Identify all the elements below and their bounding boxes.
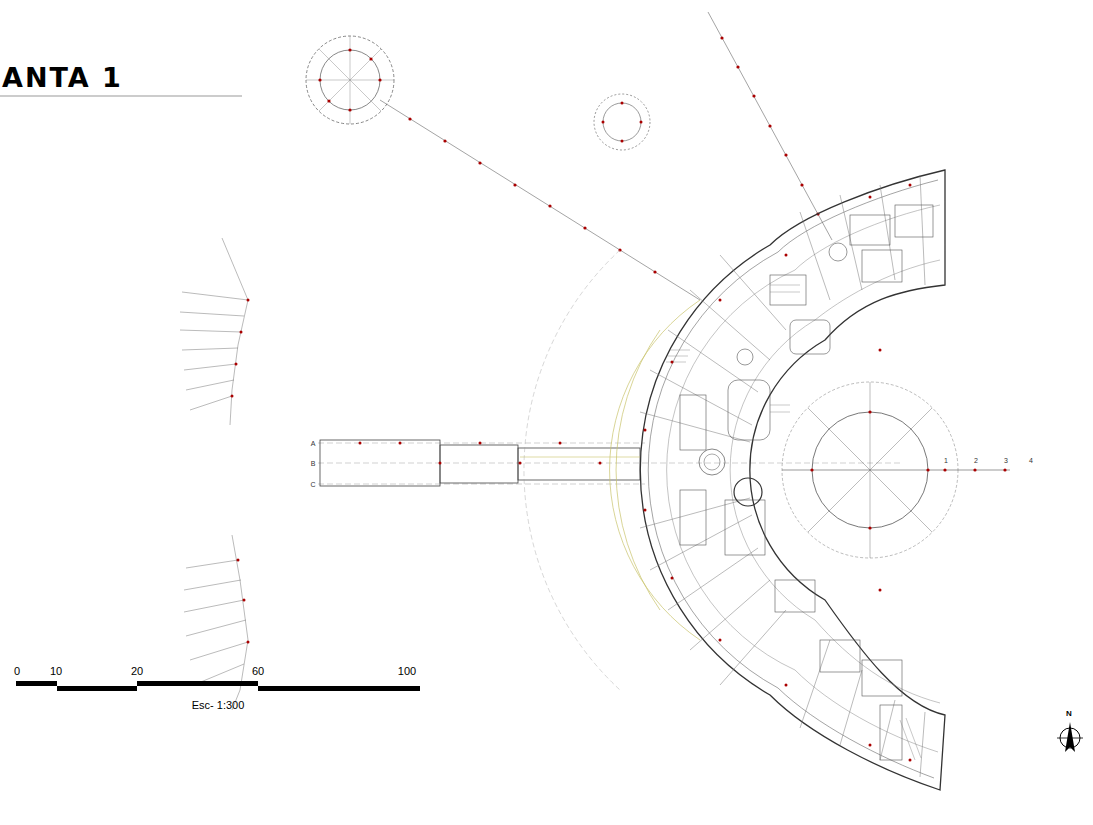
north-arrow [1057,722,1083,752]
scale-bar [16,681,420,691]
plan-title: ANTA 1 [2,64,123,91]
scale-note: Esc- 1:300 [192,700,245,711]
grid-label: C [309,481,316,488]
scale-number: 60 [252,666,264,677]
north-letter: N [1066,710,1072,718]
grid-fan [180,238,250,710]
grid-label: 4 [1028,457,1034,464]
circular-court [782,382,1010,558]
grid-label: 3 [1003,457,1009,464]
grid-label: 2 [973,457,979,464]
grid-label: A [310,440,317,447]
grid-label: 1 [943,457,949,464]
scale-number: 20 [131,666,143,677]
scale-number: 0 [14,666,20,677]
scale-number: 100 [398,666,416,677]
main-building [524,170,945,790]
grid-axis [708,12,832,240]
scale-number: 10 [50,666,62,677]
small-pavilion [594,94,650,150]
title-rule [0,96,242,97]
grid-axis [380,100,700,300]
round-pavilion [306,36,394,124]
grid-label: B [310,460,317,467]
